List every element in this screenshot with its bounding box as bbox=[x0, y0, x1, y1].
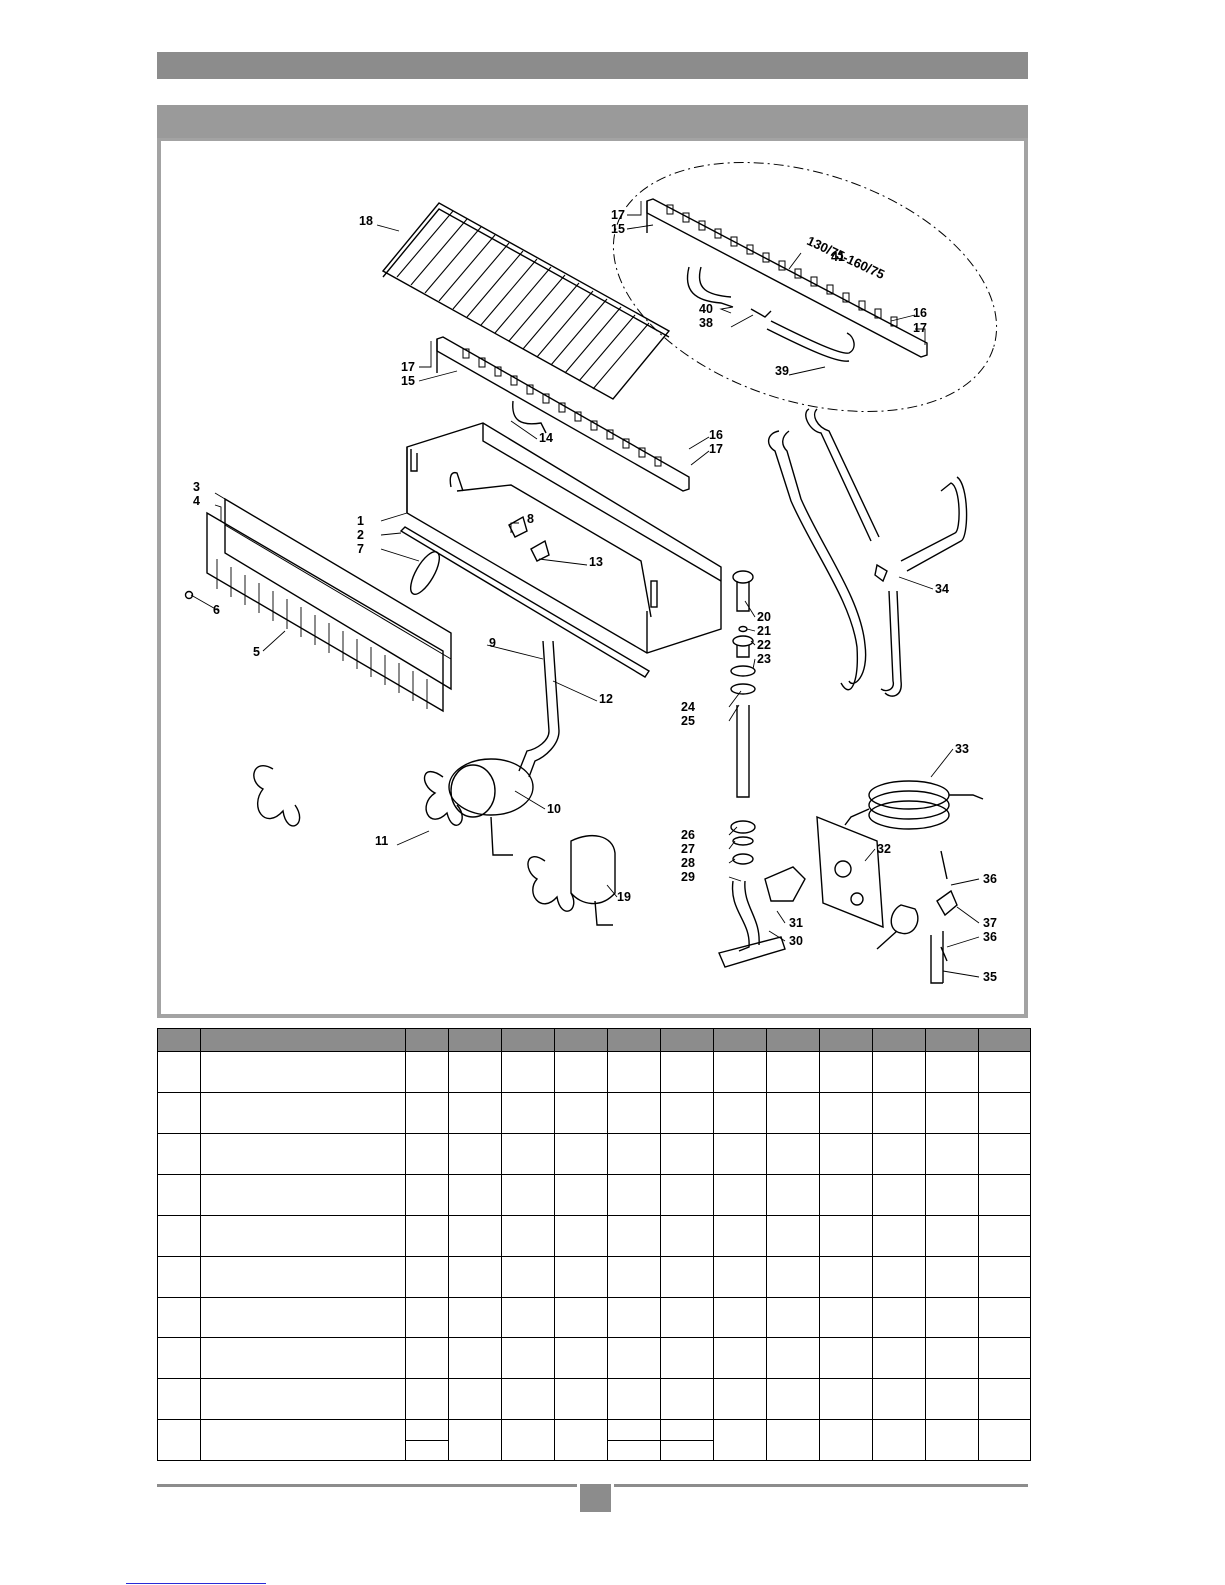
callout-30: 30 bbox=[789, 934, 803, 948]
callout-3: 3 bbox=[193, 480, 200, 494]
callout-15-lower: 15 bbox=[401, 374, 415, 388]
callout-21: 21 bbox=[757, 624, 771, 638]
table-row bbox=[157, 1255, 1031, 1298]
exploded-parts-diagram: 130/75-160/75 18 17 15 41 40 38 16 17 39… bbox=[161, 141, 1024, 1014]
manifold-bar-lower bbox=[436, 336, 690, 492]
callout-8: 8 bbox=[527, 512, 534, 526]
callout-33: 33 bbox=[955, 742, 969, 756]
table-row bbox=[157, 1092, 1031, 1135]
exploded-diagram-frame: 130/75-160/75 18 17 15 41 40 38 16 17 39… bbox=[157, 105, 1028, 1018]
callout-29: 29 bbox=[681, 870, 695, 884]
footer-link-underline[interactable] bbox=[126, 1583, 266, 1584]
callout-37: 37 bbox=[983, 916, 997, 930]
callout-20: 20 bbox=[757, 610, 771, 624]
mounting-plate-32 bbox=[816, 815, 884, 929]
cable-33 bbox=[844, 780, 984, 830]
table-row bbox=[157, 1378, 1031, 1421]
callout-25: 25 bbox=[681, 714, 695, 728]
callout-40: 40 bbox=[699, 302, 713, 316]
callout-36-upper: 36 bbox=[983, 872, 997, 886]
table-row bbox=[157, 1051, 1031, 1094]
table-header-row bbox=[157, 1027, 1031, 1053]
hose-assembly bbox=[768, 408, 968, 697]
callout-26: 26 bbox=[681, 828, 695, 842]
table-row bbox=[157, 1419, 1031, 1461]
parts-drawing bbox=[184, 162, 998, 984]
callout-5: 5 bbox=[253, 645, 260, 659]
callout-23: 23 bbox=[757, 652, 771, 666]
callout-36-lower: 36 bbox=[983, 930, 997, 944]
filter-part bbox=[409, 551, 441, 595]
manifold-bar-upper bbox=[646, 198, 928, 362]
drain-column bbox=[718, 570, 786, 968]
callout-28: 28 bbox=[681, 856, 695, 870]
nozzle-8 bbox=[508, 515, 528, 538]
table-row bbox=[157, 1296, 1031, 1339]
callout-6: 6 bbox=[213, 603, 220, 617]
callout-31: 31 bbox=[789, 916, 803, 930]
callout-24: 24 bbox=[681, 700, 695, 714]
callout-17-upper: 17 bbox=[611, 208, 625, 222]
callout-15-upper: 15 bbox=[611, 222, 625, 236]
callout-17-lower: 17 bbox=[401, 360, 415, 374]
grill-part bbox=[381, 202, 671, 400]
top-header-bar bbox=[157, 52, 1028, 79]
callout-7: 7 bbox=[357, 542, 364, 556]
callout-17-upper-right: 17 bbox=[913, 321, 927, 335]
callout-18: 18 bbox=[359, 214, 373, 228]
callout-17-lower-right: 17 bbox=[709, 442, 723, 456]
callout-11: 11 bbox=[375, 834, 389, 848]
callout-34: 34 bbox=[935, 582, 949, 596]
tray-part bbox=[406, 422, 722, 654]
table-row bbox=[157, 1174, 1031, 1216]
callout-19: 19 bbox=[617, 890, 631, 904]
variant-ellipse bbox=[612, 162, 998, 412]
callout-16-lower: 16 bbox=[709, 428, 723, 442]
page-number-tab bbox=[577, 1484, 614, 1512]
callout-4: 4 bbox=[193, 494, 200, 508]
table-row bbox=[157, 1133, 1031, 1176]
callout-41: 41 bbox=[831, 250, 845, 264]
callout-27: 27 bbox=[681, 842, 695, 856]
front-panel bbox=[184, 497, 452, 713]
fan-19 bbox=[527, 834, 616, 926]
callout-9: 9 bbox=[489, 636, 496, 650]
callout-13: 13 bbox=[589, 555, 603, 569]
callout-2: 2 bbox=[357, 528, 364, 542]
callout-32: 32 bbox=[877, 842, 891, 856]
callout-1: 1 bbox=[357, 514, 364, 528]
nozzle-13 bbox=[530, 539, 550, 562]
table-row bbox=[157, 1214, 1031, 1257]
callout-39: 39 bbox=[775, 364, 789, 378]
callout-38: 38 bbox=[699, 316, 713, 330]
callout-10: 10 bbox=[547, 802, 561, 816]
rail-part bbox=[399, 526, 650, 678]
callout-22: 22 bbox=[757, 638, 771, 652]
valve-31 bbox=[764, 866, 806, 902]
callout-16-upper: 16 bbox=[913, 306, 927, 320]
callout-35: 35 bbox=[983, 970, 997, 984]
table-row bbox=[157, 1337, 1031, 1380]
callout-12: 12 bbox=[599, 692, 613, 706]
callout-14: 14 bbox=[539, 431, 553, 445]
diagram-header-band bbox=[157, 105, 1028, 138]
thermostat-assembly bbox=[876, 850, 958, 984]
pump-assembly bbox=[253, 640, 560, 856]
parts-list-table bbox=[157, 1027, 1031, 1461]
